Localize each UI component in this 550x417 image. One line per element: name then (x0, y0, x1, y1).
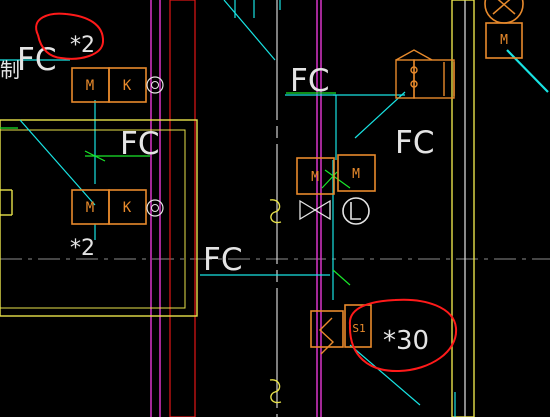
circle-indicator-inner (151, 81, 159, 89)
cyan-segment-3 (223, 0, 276, 61)
wave-symbol-icon (269, 199, 282, 224)
left-module-bottom: M K (71, 189, 164, 225)
damper-icon-roof (395, 49, 433, 61)
green-tick-5 (332, 269, 351, 286)
red-tall-box (169, 0, 196, 417)
circle-indicator-icon (146, 76, 164, 94)
yellow-inner-box-2 (0, 129, 186, 309)
circle-indicator-icon (146, 199, 164, 217)
motor-module-icon (296, 157, 335, 195)
markup-group (35, 12, 458, 373)
cyan-segment-10 (349, 344, 421, 406)
sensor-s1-label: S1 (352, 322, 365, 335)
damper-dot (410, 80, 418, 88)
green-tick-3 (84, 150, 106, 162)
damper-dot (410, 66, 418, 74)
fc-label-right: FC (290, 63, 329, 99)
motor-module-icon (337, 154, 376, 192)
sensor-group: S1 (310, 304, 372, 355)
fc-label-center: FC (395, 125, 434, 161)
circle-indicator-inner (151, 204, 159, 212)
motor-label: M (86, 78, 94, 94)
fan-icon (484, 0, 524, 24)
red-outline-group (0, 0, 475, 417)
fc-label-top: FC (17, 42, 56, 78)
motor-label: M (86, 200, 94, 216)
contact-module-icon (108, 67, 147, 103)
markup-ellipse-icon (348, 298, 458, 373)
limit-symbol-icon (342, 197, 370, 225)
sensor-s-glyph (318, 317, 335, 355)
labels: FC FC FC FC FC *2 *2 *30 制 (0, 33, 434, 356)
center-modules: M M (296, 154, 376, 225)
qty-label-right: *30 (383, 326, 429, 356)
left-module-top: M K (71, 67, 164, 103)
cyan-segment-9 (354, 91, 406, 139)
yellow-inner-box (0, 119, 198, 317)
contact-label: K (123, 200, 132, 216)
sensor-icon (310, 310, 344, 348)
damper-icon-side (443, 62, 455, 96)
motor-label: M (500, 33, 508, 48)
fc-label-mid: FC (120, 126, 159, 162)
contact-module-icon (108, 189, 147, 225)
qty-label-top: *2 (70, 33, 95, 58)
contact-label: K (123, 78, 132, 94)
right-devices: M (395, 0, 524, 99)
markup-ellipse-icon (35, 12, 105, 60)
misc-accents (0, 0, 281, 216)
yellow-right-box (451, 0, 475, 417)
cyan-segment-2 (19, 119, 96, 206)
cyan-segment-12 (506, 49, 549, 93)
motor-label: M (352, 167, 360, 182)
sensor-icon (344, 304, 372, 348)
qty-label-mid: *2 (70, 236, 95, 261)
limit-symbol-letter (350, 202, 361, 220)
partial-character: 制 (0, 58, 20, 82)
motor-label: M (311, 170, 319, 185)
valve-icon (299, 199, 331, 221)
wave-symbols (269, 199, 282, 404)
fc-label-left: FC (203, 242, 242, 278)
fan-blade (492, 0, 511, 15)
wave-symbol-icon (269, 379, 282, 404)
